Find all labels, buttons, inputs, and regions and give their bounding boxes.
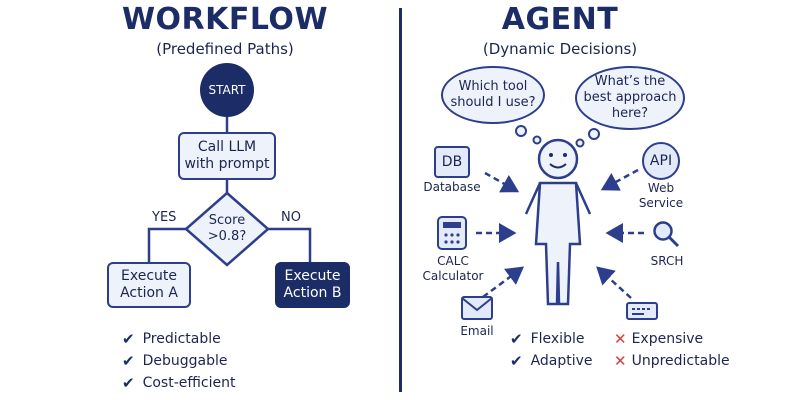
pro-label: Flexible xyxy=(530,331,585,347)
section-divider xyxy=(399,8,402,392)
action-b-line2: Action B xyxy=(283,285,342,301)
check-icon: ✔ xyxy=(122,352,135,370)
thought-dot xyxy=(575,138,585,148)
web-service-line2: Service xyxy=(638,196,684,210)
con-label: Unpredictable xyxy=(631,353,730,369)
pro-item: ✔ Adaptive xyxy=(510,352,593,370)
web-service-label: Web Service xyxy=(626,181,696,211)
decision-diamond xyxy=(184,191,270,267)
thought-dot xyxy=(515,125,527,137)
benefit-item: ✔ Predictable xyxy=(122,330,221,348)
start-node: START xyxy=(200,63,254,117)
workflow-title: WORKFLOW xyxy=(121,2,329,37)
benefit-label: Cost-efficient xyxy=(142,375,236,391)
decision-label: Score >0.8? xyxy=(192,213,262,245)
email-label: Email xyxy=(460,324,494,338)
check-icon: ✔ xyxy=(122,330,135,348)
call-llm-line1: Call LLM xyxy=(197,139,257,155)
search-label: SRCH xyxy=(650,254,684,268)
check-icon: ✔ xyxy=(510,330,523,348)
agent-subtitle: (Dynamic Decisions) xyxy=(482,40,638,58)
benefit-item: ✔ Debuggable xyxy=(122,352,227,370)
decision-line2: >0.8? xyxy=(207,229,247,244)
benefit-label: Predictable xyxy=(142,331,221,347)
action-a-node: Execute Action A xyxy=(107,262,191,308)
con-label: Expensive xyxy=(631,331,704,347)
start-label: START xyxy=(208,83,246,97)
thought-bubble-approach: What’s the best approach here? xyxy=(575,66,685,130)
calculator-icon xyxy=(437,216,467,250)
arrow-api xyxy=(600,168,639,191)
workflow-subtitle: (Predefined Paths) xyxy=(156,40,294,58)
email-icon xyxy=(461,296,493,320)
arrow-db xyxy=(484,171,520,193)
call-llm-line2: with prompt xyxy=(184,156,270,172)
action-b-node: Execute Action B xyxy=(275,262,350,308)
con-item: ✕ Unpredictable xyxy=(614,352,730,370)
thought-2-line1: What’s the xyxy=(594,74,666,89)
thought-1-line2: should I use? xyxy=(450,95,536,110)
benefit-item: ✔ Cost-efficient xyxy=(122,374,235,392)
database-label: Database xyxy=(423,180,481,194)
check-icon: ✔ xyxy=(510,352,523,370)
thought-dot xyxy=(588,128,600,140)
action-a-line1: Execute xyxy=(121,268,177,284)
agent-figure xyxy=(524,138,592,306)
calculator-line1: CALC xyxy=(437,254,469,268)
web-service-line1: Web xyxy=(647,181,675,195)
search-icon xyxy=(651,219,681,249)
pro-item: ✔ Flexible xyxy=(510,330,584,348)
api-icon-text: API xyxy=(649,153,673,169)
call-llm-node: Call LLM with prompt xyxy=(178,132,276,180)
database-icon: DB xyxy=(434,146,470,178)
thought-2-line2: best approach xyxy=(583,90,677,105)
api-icon: API xyxy=(642,142,680,180)
arrow-tool xyxy=(596,266,632,299)
benefit-label: Debuggable xyxy=(142,353,228,369)
cross-icon: ✕ xyxy=(614,352,627,370)
agent-title: AGENT xyxy=(501,2,619,37)
action-a-line2: Action A xyxy=(120,285,178,301)
thought-bubble-tool: Which tool should I use? xyxy=(441,66,545,124)
agent-face xyxy=(549,153,567,157)
thought-1-line1: Which tool xyxy=(458,79,528,94)
no-label: NO xyxy=(281,210,301,225)
action-b-line1: Execute xyxy=(284,268,341,284)
arrow-email xyxy=(482,266,525,299)
agent-graphics xyxy=(476,125,644,306)
thought-dot xyxy=(532,135,542,145)
calculator-line2: Calculator xyxy=(422,269,484,283)
calculator-label: CALC Calculator xyxy=(416,254,490,284)
database-icon-text: DB xyxy=(441,154,463,170)
decision-line1: Score xyxy=(208,213,246,228)
pro-label: Adaptive xyxy=(530,353,593,369)
cross-icon: ✕ xyxy=(614,330,627,348)
check-icon: ✔ xyxy=(122,374,135,392)
yes-label: YES xyxy=(152,210,177,225)
con-item: ✕ Expensive xyxy=(614,330,703,348)
tool-card-icon xyxy=(626,302,658,320)
thought-2-line3: here? xyxy=(611,106,649,121)
